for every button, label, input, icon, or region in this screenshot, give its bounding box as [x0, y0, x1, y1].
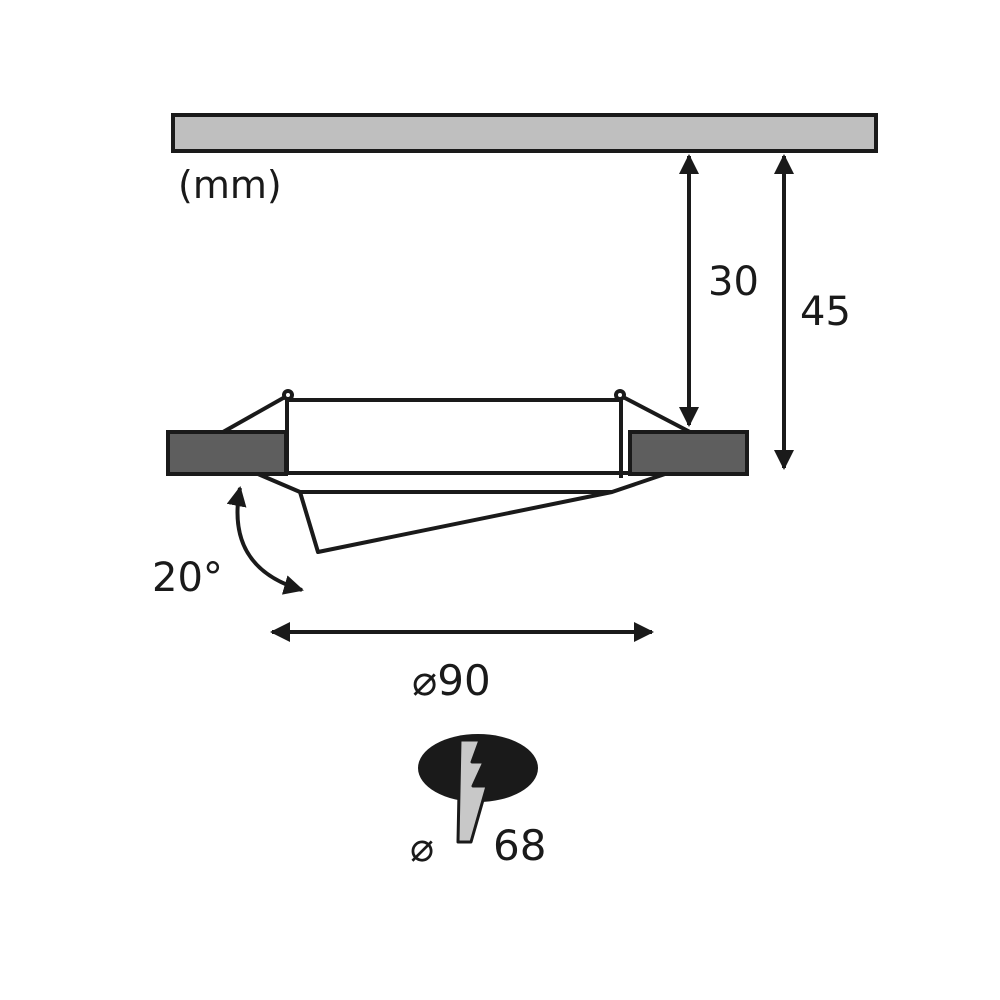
- tilt-arc-arrow: [226, 486, 304, 595]
- flange-right: [628, 430, 749, 476]
- dimension-label-45: 45: [800, 289, 851, 335]
- flange-left: [166, 430, 288, 476]
- unit-label: (mm): [178, 163, 282, 207]
- diameter-symbol-icon: ⌀: [410, 825, 435, 871]
- cutout-diameter-label: 68: [493, 821, 547, 870]
- cutout-hole-saw-icon: [418, 734, 538, 844]
- dimension-label-30: 30: [708, 259, 759, 305]
- tilt-angle-label: 20°: [152, 555, 223, 601]
- outer-diameter-label: ⌀90: [412, 656, 491, 705]
- ceiling-panel: [171, 113, 878, 153]
- recessed-light-fixture: [222, 389, 691, 554]
